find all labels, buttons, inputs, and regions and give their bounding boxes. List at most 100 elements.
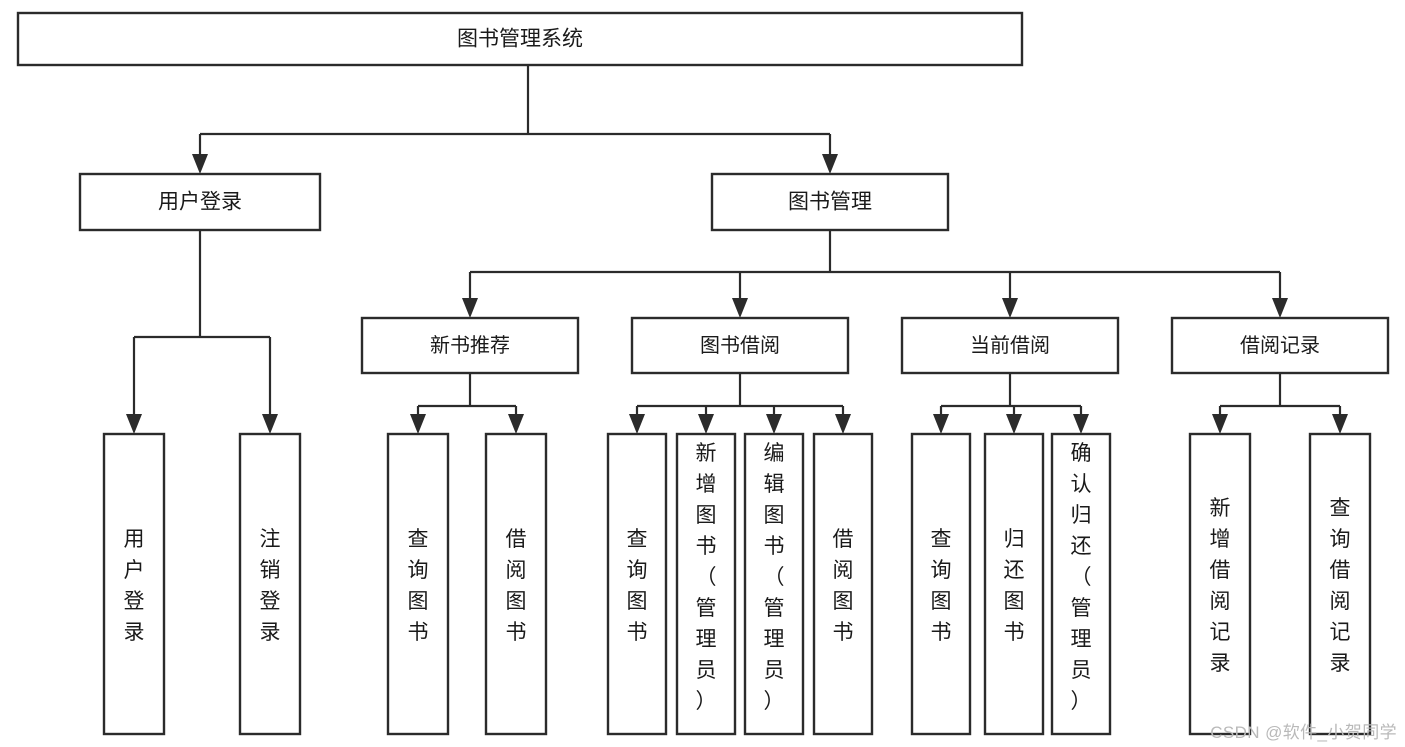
node-book-manage-box[interactable] [710,172,950,232]
leaf-label-char: 借 [1330,559,1351,582]
level3-0-to-leaves-branch-1-arrowhead-icon [508,414,524,434]
leaf-label-char: 借 [506,528,527,551]
node-current-borrow-label: 当前借阅 [970,334,1050,357]
leaf-label-char: 查 [627,528,648,551]
leaf-label-char: 录 [260,621,281,644]
leaf-label-char: 书 [931,621,952,644]
node-book-borrow-box[interactable] [630,316,850,375]
leaf-label-char: 询 [627,559,648,582]
leaf-label-char: 新 [696,442,717,465]
leaf-label-char: 增 [696,473,717,496]
leaf-label-char: 员 [1071,659,1092,682]
node-leaf-borrow-book-2-box[interactable] [812,432,874,736]
leaf-label-char: 管 [696,597,717,620]
leaf-label-char: 户 [124,559,145,582]
level3-1-to-leaves-branch-2-arrowhead-icon [766,414,782,434]
leaf-label-char: 图 [1004,590,1025,613]
root-to-level2-branch-1-arrowhead-icon [822,154,838,174]
leaf-label-char: 阅 [1210,590,1231,613]
leaf-label-char: 理 [764,628,785,651]
node-leaf-logout-box[interactable] [238,432,302,736]
leaf-label-char: 录 [1210,652,1231,675]
leaf-label-char: 书 [833,621,854,644]
leaf-label-char: 阅 [506,559,527,582]
node-user-login-box[interactable] [78,172,322,232]
leaf-label-char: 图 [696,504,717,527]
leaf-label-char: 管 [764,597,785,620]
root-to-level2-branch-0-arrowhead-icon [192,154,208,174]
leaf-label-char: 图 [627,590,648,613]
leaf-label-char: 编 [764,442,785,465]
leaf-label-char: 询 [408,559,429,582]
leaf-label-char: 归 [1004,528,1025,551]
node-leaf-query-book-2-box[interactable] [606,432,668,736]
node-current-borrow-box[interactable] [900,316,1120,375]
node-leaf-borrow-book-1-box[interactable] [484,432,548,736]
leaf-label-char: （ [764,566,785,589]
leaf-label-char: 书 [696,535,717,558]
node-book-borrow-label: 图书借阅 [700,334,780,357]
edge-layer [126,65,1348,434]
leaf-label-char: 图 [764,504,785,527]
bookmanage-to-level3-branch-0-arrowhead-icon [462,298,478,318]
node-leaf-edit-book-box[interactable] [743,432,805,736]
userlogin-to-leaves-branch-0-arrowhead-icon [126,414,142,434]
leaf-label-char: 还 [1071,535,1092,558]
level3-0-to-leaves-branch-0-arrowhead-icon [410,414,426,434]
node-root-label: 图书管理系统 [457,28,583,51]
level3-2-to-leaves-branch-0-arrowhead-icon [933,414,949,434]
node-leaf-confirm-return-box[interactable] [1050,432,1112,736]
node-leaf-query-book-3-box[interactable] [910,432,972,736]
leaf-label-char: 询 [1330,528,1351,551]
node-new-book-recommend-label: 新书推荐 [430,334,510,357]
leaf-label-char: （ [1071,566,1092,589]
leaf-label-char: 登 [260,590,281,613]
leaf-label-char: 书 [627,621,648,644]
level3-2-to-leaves-branch-2-arrowhead-icon [1073,414,1089,434]
node-leaf-user-login-label: 用户登录 [124,528,145,644]
node-leaf-add-record-box[interactable] [1188,432,1252,736]
level3-2-to-leaves-branch-1-arrowhead-icon [1006,414,1022,434]
leaf-label-char: 增 [1210,528,1231,551]
leaf-label-char: 新 [1210,497,1231,520]
leaf-label-char: 归 [1071,504,1092,527]
leaf-label-char: 查 [1330,497,1351,520]
node-root-box[interactable] [16,11,1024,67]
leaf-label-char: 书 [408,621,429,644]
leaf-label-char: 录 [1330,652,1351,675]
leaf-label-char: 询 [931,559,952,582]
node-leaf-user-login-box[interactable] [102,432,166,736]
node-borrow-record-box[interactable] [1170,316,1390,375]
leaf-label-char: 销 [260,559,281,582]
node-leaf-query-record-box[interactable] [1308,432,1372,736]
leaf-label-char: 图 [408,590,429,613]
node-new-book-recommend-box[interactable] [360,316,580,375]
bookmanage-to-level3-branch-1-arrowhead-icon [732,298,748,318]
bookmanage-to-level3-branch-3-arrowhead-icon [1272,298,1288,318]
level3-1-to-leaves-branch-3-arrowhead-icon [835,414,851,434]
leaf-label-char: 图 [833,590,854,613]
node-leaf-return-book-box[interactable] [983,432,1045,736]
node-borrow-record-label: 借阅记录 [1240,334,1320,357]
node-leaf-add-book-box[interactable] [675,432,737,736]
leaf-label-char: 还 [1004,559,1025,582]
leaf-label-char: 录 [124,621,145,644]
leaf-label-char: 理 [1071,628,1092,651]
leaf-label-char: 员 [764,659,785,682]
node-leaf-query-book-1-box[interactable] [386,432,450,736]
bookmanage-to-level3-branch-2-arrowhead-icon [1002,298,1018,318]
level3-1-to-leaves-branch-0-arrowhead-icon [629,414,645,434]
leaf-label-char: 书 [764,535,785,558]
leaf-label-char: ） [696,690,717,713]
leaf-label-char: 确 [1071,442,1092,465]
level3-3-to-leaves-branch-1-arrowhead-icon [1332,414,1348,434]
